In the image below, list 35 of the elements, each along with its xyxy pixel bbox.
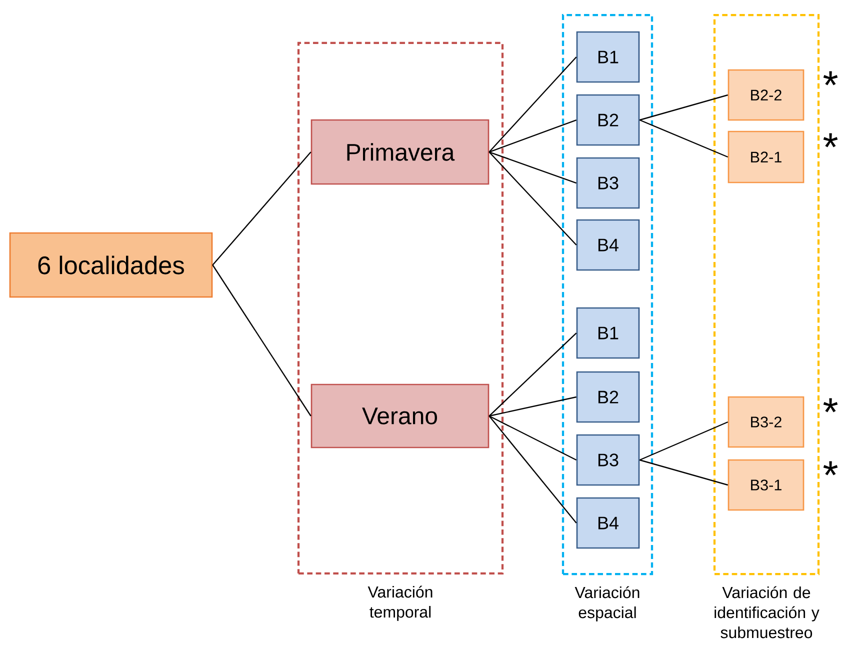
- connector-line: [488, 415, 577, 461]
- season-box: Verano: [310, 384, 490, 448]
- connector-line: [488, 332, 577, 416]
- frame-caption: Variación espacial: [574, 586, 640, 622]
- asterisk-mark: *: [823, 133, 838, 148]
- connector-line: [489, 396, 576, 417]
- subsample-box: B2-2: [728, 69, 804, 121]
- connector-line: [488, 56, 577, 152]
- subsample-box: B3-2: [728, 396, 804, 448]
- asterisk-mark: *: [823, 398, 838, 412]
- site-box: B2: [576, 371, 640, 423]
- connector-line: [488, 152, 577, 246]
- frame-caption: Variación temporal: [368, 586, 432, 621]
- connector-line: [639, 119, 728, 158]
- site-box: B3: [576, 434, 640, 486]
- subsample-box: B2-1: [728, 130, 804, 184]
- connector-line: [639, 421, 728, 461]
- site-box: B4: [576, 497, 640, 549]
- root-box: 6 localidades: [9, 232, 213, 298]
- site-box: B1: [576, 31, 640, 83]
- season-box: Primavera: [310, 119, 490, 185]
- connector-line: [212, 152, 312, 266]
- connector-line: [640, 94, 728, 121]
- site-box: B2: [576, 94, 640, 146]
- site-box: B4: [576, 219, 640, 271]
- asterisk-mark: *: [823, 461, 838, 476]
- site-box: B3: [576, 157, 640, 209]
- frame-caption: Variación de identificación y submuestreo: [714, 586, 820, 638]
- asterisk-mark: *: [823, 71, 838, 86]
- connector-line: [488, 151, 577, 184]
- connector-line: [212, 264, 312, 416]
- site-box: B1: [576, 307, 640, 359]
- connector-line: [488, 119, 577, 153]
- connector-line: [640, 459, 728, 486]
- subsample-box: B3-1: [728, 459, 804, 511]
